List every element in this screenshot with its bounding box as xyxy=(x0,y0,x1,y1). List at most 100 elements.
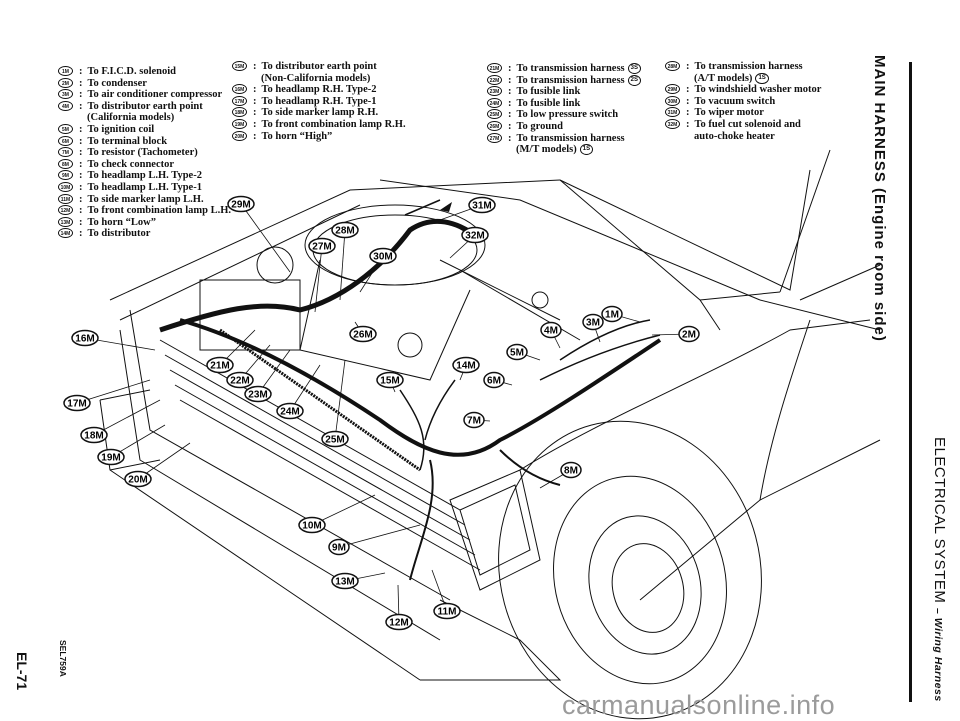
callout-22m: 22M xyxy=(226,344,271,389)
callout-badge xyxy=(331,221,359,239)
legend-text: To low pressure switch xyxy=(516,109,619,121)
callout-badge xyxy=(582,313,604,331)
legend-item: 2M:To condenser xyxy=(58,77,231,90)
legend-item: 20M:To horn “High” xyxy=(232,130,406,143)
harness-wires xyxy=(159,199,662,581)
section-title: MAIN HARNESS (Engine room side) xyxy=(871,55,888,342)
legend-text: To distributor earth point xyxy=(261,61,377,72)
callout-label: 21M xyxy=(210,361,229,372)
connector-ref-badge: 2S xyxy=(627,74,641,86)
legend-colon: : xyxy=(686,84,690,96)
callout-32m: 32M xyxy=(449,226,489,259)
callout-badge xyxy=(124,470,152,488)
side-rule xyxy=(909,62,912,702)
callout-label: 5M xyxy=(510,348,524,359)
legend-column-4: 28M:To transmission harness(A/T models)1… xyxy=(665,61,821,142)
callout-label: 11M xyxy=(438,607,457,618)
callout-label: 6M xyxy=(487,376,501,387)
callout-2m: 2M xyxy=(651,325,700,343)
legend-colon: : xyxy=(79,89,83,101)
legend-colon: : xyxy=(79,123,83,135)
callout-28m: 28M xyxy=(331,221,359,301)
legend-item: 29M:To windshield washer motor xyxy=(665,84,821,96)
connector-code-badge: 30M xyxy=(665,95,680,106)
callout-label: 10M xyxy=(302,521,321,532)
legend-item: 17M:To headlamp R.H. Type-1 xyxy=(232,95,406,108)
callout-badge xyxy=(244,385,272,403)
callout-5m: 5M xyxy=(506,343,541,361)
callout-label: 31M xyxy=(472,201,491,212)
legend-colon: : xyxy=(508,132,512,144)
connector-code-badge: 11M xyxy=(58,193,73,204)
callout-badge xyxy=(678,325,700,343)
callout-badge xyxy=(369,247,397,265)
legend-text: To wiper motor xyxy=(694,107,764,119)
legend-text: To fuel cut solenoid and xyxy=(694,118,801,130)
callout-label: 4M xyxy=(544,326,558,337)
legend-text: To fusible link xyxy=(516,97,581,109)
legend-item: 16M:To headlamp R.H. Type-2 xyxy=(232,84,406,96)
legend-text: To resistor (Tachometer) xyxy=(87,147,198,159)
legend-item-continuation: (A/T models)1S xyxy=(665,73,821,85)
callout-badge xyxy=(71,329,99,347)
callout-3m: 3M xyxy=(582,313,604,343)
callout-11m: 11M xyxy=(431,569,461,620)
figure-id: SEL759A xyxy=(58,640,68,677)
legend-item: 13M:To horn “Low” xyxy=(58,216,231,229)
connector-code-badge: 8M xyxy=(58,158,73,169)
connector-code-badge: 32M xyxy=(665,118,680,129)
legend-colon: : xyxy=(508,109,512,121)
connector-code-badge: 17M xyxy=(232,95,247,106)
callout-badge xyxy=(463,411,485,429)
connector-code-badge: 3M xyxy=(58,89,73,100)
callout-6m: 6M xyxy=(483,371,513,389)
legend-colon: : xyxy=(253,118,257,130)
legend-colon: : xyxy=(79,193,83,205)
system-subtitle: – Wiring Harness xyxy=(932,608,944,702)
callout-label: 24M xyxy=(280,407,299,418)
callout-23m: 23M xyxy=(244,349,291,403)
legend-item: 11M:To side marker lamp L.H. xyxy=(58,193,231,206)
legend-text: To headlamp L.H. Type-2 xyxy=(87,170,202,182)
legend-colon: : xyxy=(253,107,257,119)
legend-text: auto-choke heater xyxy=(694,130,775,142)
connector-code-badge: 27M xyxy=(487,132,502,143)
legend-text: To front combination lamp L.H. xyxy=(87,205,232,217)
legend-text: To horn “High” xyxy=(261,130,333,142)
legend-colon: : xyxy=(79,205,83,217)
callout-label: 14M xyxy=(456,361,475,372)
leader-line xyxy=(314,245,323,313)
legend-colon: : xyxy=(253,61,257,72)
legend-colon: : xyxy=(79,147,83,159)
leader-line xyxy=(93,399,161,436)
callout-badge xyxy=(328,538,350,556)
legend-text: To transmission harness xyxy=(516,132,625,144)
legend-text: To distributor earth point xyxy=(87,100,203,112)
legend-colon: : xyxy=(508,63,512,74)
legend-text: To fusible link xyxy=(516,86,581,98)
callout-badge xyxy=(276,402,304,420)
callout-13m: 13M xyxy=(331,572,386,590)
connector-code-badge: 4M xyxy=(58,100,73,111)
car-body-outline xyxy=(99,149,881,720)
callout-17m: 17M xyxy=(63,379,151,412)
callout-label: 29M xyxy=(231,200,250,211)
callout-badge xyxy=(63,394,91,412)
connector-code-badge: 22M xyxy=(487,74,502,85)
legend-item: 32M:To fuel cut solenoid and xyxy=(665,118,821,131)
connector-code-badge: 16M xyxy=(232,84,247,95)
legend-item: 30M:To vacuum switch xyxy=(665,95,821,108)
connector-code-badge: 18M xyxy=(232,107,247,118)
connector-code-badge: 2M xyxy=(58,77,73,88)
watermark: carmanualsonline.info xyxy=(562,690,836,720)
callout-label: 7M xyxy=(467,416,481,427)
callout-10m: 10M xyxy=(298,494,376,534)
callout-label: 20M xyxy=(128,475,147,486)
legend-item: 31M:To wiper motor xyxy=(665,107,821,119)
legend-colon: : xyxy=(79,158,83,170)
legend-item: 12M:To front combination lamp L.H. xyxy=(58,205,231,217)
callout-badge xyxy=(601,305,623,323)
connector-code-badge: 5M xyxy=(58,123,73,134)
callout-8m: 8M xyxy=(539,461,582,489)
